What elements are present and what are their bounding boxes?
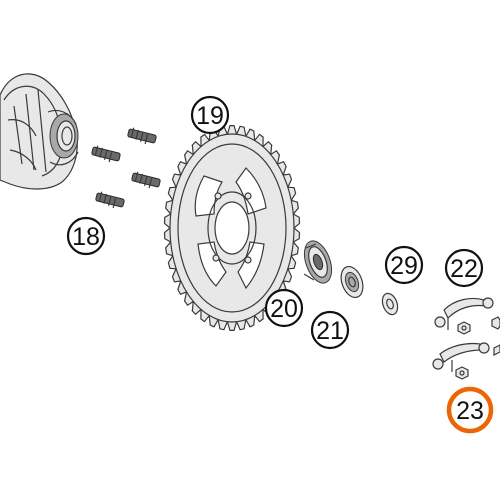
sprocket-carrier-hub [0, 73, 79, 190]
spacer-ring [340, 265, 364, 299]
callout-label-23: 23 [456, 397, 484, 425]
callout-29: 29 [384, 245, 424, 285]
callout-label-21: 21 [316, 317, 344, 345]
callout-19: 19 [190, 95, 230, 135]
callout-label-20: 20 [270, 295, 298, 323]
stud-bolts [91, 127, 161, 209]
callout-22: 22 [444, 248, 484, 288]
stud-bolt [91, 145, 121, 163]
callout-label-19: 19 [196, 102, 224, 130]
washer [381, 292, 399, 316]
nuts [455, 316, 500, 380]
callout-21: 21 [310, 310, 350, 350]
callout-label-29: 29 [390, 252, 418, 280]
callout-23: 23 [446, 386, 494, 434]
rear-sprocket [163, 125, 301, 331]
stud-bolt [95, 191, 125, 209]
callout-label-18: 18 [72, 223, 100, 251]
stud-bolt [127, 127, 157, 145]
stud-bolt [131, 171, 161, 189]
brackets [432, 297, 494, 372]
bearing [303, 240, 333, 284]
callout-18: 18 [66, 216, 106, 256]
callout-label-22: 22 [450, 255, 478, 283]
callout-20: 20 [264, 288, 304, 328]
